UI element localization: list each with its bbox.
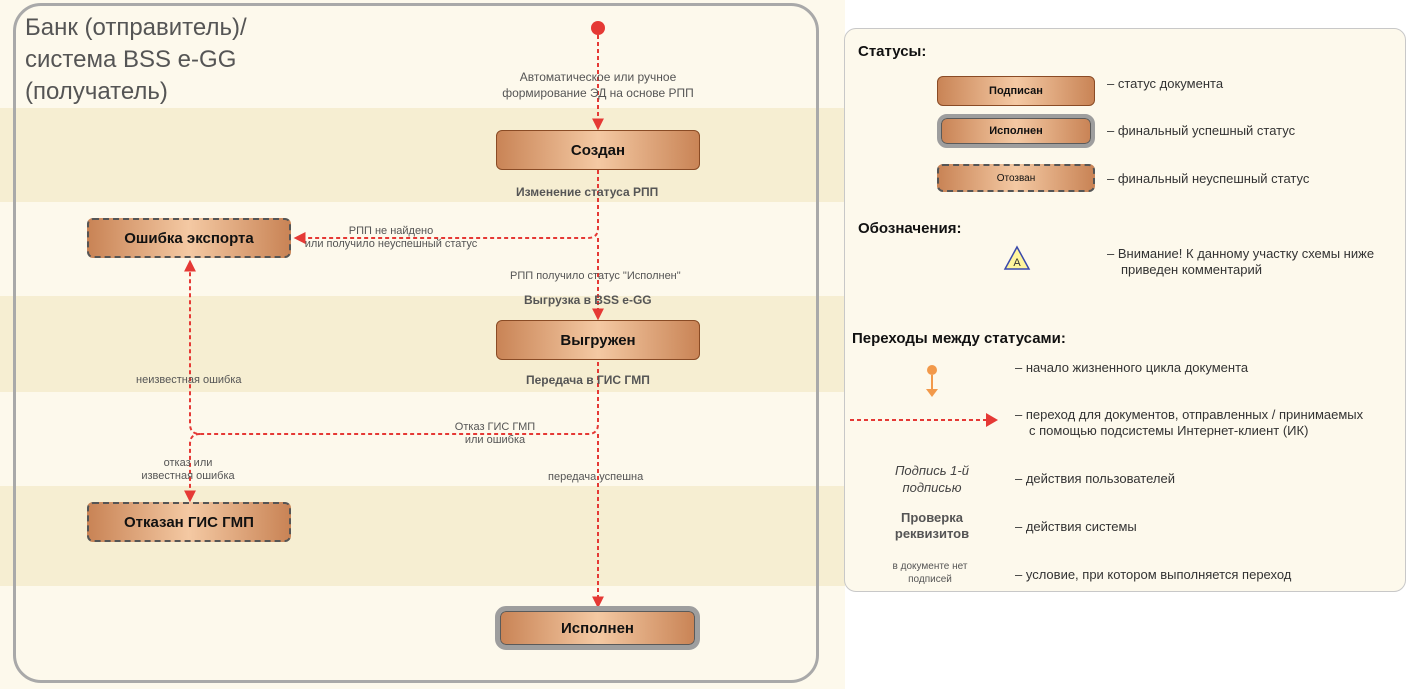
arrow-created-to-export-error [293,170,599,244]
legend-transitions-heading: Переходы между статусами: [852,330,1066,347]
swimlane-title-line: Банк (отправитель)/ [25,14,247,41]
warning-letter: A [1013,257,1021,269]
legend-sample-line: Проверка [901,510,963,525]
legend-statuses-heading: Статусы: [858,43,927,60]
start-icon [926,365,938,397]
status-export-error[interactable]: Ошибка экспорта [87,218,291,258]
swimlane-frame [13,3,819,683]
background-band [0,296,845,392]
condition-line: или получило неуспешный статус [304,238,478,250]
legend-desc-revoked: – финальный неуспешный статус [1107,171,1310,186]
condition-line: или ошибка [464,434,526,446]
status-rejected[interactable]: Отказан ГИС ГМП [87,502,291,542]
legend-sample-signed: Подписан [937,76,1095,106]
legend-desc-condition: – условие, при котором выполняется перех… [1015,567,1292,582]
legend-desc-warning: – Внимание! К данному участку схемы ниже… [1107,246,1374,278]
legend-sample-line: Подпись 1-й [895,463,969,478]
status-created[interactable]: Создан [496,130,700,170]
swimlane-title-line: система BSS e-GG [25,46,237,73]
background-band [0,108,845,202]
condition-not-found: РПП не найдено или получило неуспешный с… [296,225,486,251]
legend-system-action-sample: Проверка реквизитов [880,510,984,542]
start-point [591,21,605,35]
legend-desc-transition: – переход для документов, отправленных /… [1015,407,1363,439]
swimlane-title-line: (получатель) [25,78,168,105]
action-upload: Выгрузка в BSS e-GG [524,293,652,307]
condition-line: Отказ ГИС ГМП [454,421,536,433]
legend-desc-system-action: – действия системы [1015,519,1137,534]
warning-triangle-icon: A [1003,245,1031,270]
arrow-uploaded-to-rejected [184,433,201,503]
start-note: Автоматическое или ручное формирование Э… [478,69,718,101]
legend-notation-heading: Обозначения: [858,220,962,237]
background-band [0,586,845,689]
legend-sample-line: подписью [902,480,962,495]
legend-desc-signed: – статус документа [1107,76,1224,91]
status-uploaded[interactable]: Выгружен [496,320,700,360]
background-band [0,392,845,486]
swimlane-title: Банк (отправитель)/ система BSS e-GG (по… [25,12,247,108]
legend-desc-executed: – финальный успешный статус [1107,123,1296,138]
condition-line: РПП не найдено [348,225,434,237]
legend-desc-start: – начало жизненного цикла документа [1015,360,1249,375]
arrow-uploaded-to-export-error [184,259,599,435]
start-note-line: формирование ЭД на основе РПП [502,86,694,100]
condition-line: отказ или [163,457,213,469]
condition-success: передача успешна [548,471,644,483]
legend-sample-executed: Исполнен [937,114,1095,148]
condition-refusal: отказ или известная ошибка [130,457,246,483]
legend-desc-line: приведен комментарий [1121,262,1262,277]
condition-gis-refusal: Отказ ГИС ГМП или ошибка [440,421,550,447]
legend-sample-line: подписей [908,574,952,585]
transition-arrow-icon [850,413,998,427]
legend-user-action-sample: Подпись 1-й подписью [880,462,984,496]
legend-sample-line: реквизитов [894,526,970,541]
legend-desc-line: – Внимание! К данному участку схемы ниже [1107,246,1375,261]
action-status-change: Изменение статуса РПП [516,185,659,199]
legend-desc-line: – переход для документов, отправленных /… [1015,407,1364,422]
condition-executed: РПП получило статус "Исполнен" [510,270,681,282]
legend-sample-line: в документе нет [892,561,968,572]
background-band [0,0,845,108]
condition-unknown-error: неизвестная ошибка [136,374,242,386]
action-transfer: Передача в ГИС ГМП [526,373,650,387]
legend-panel [844,28,1406,592]
legend-desc-user-action: – действия пользователей [1015,471,1175,486]
condition-line: известная ошибка [141,470,235,482]
legend-sample-revoked: Отозван [937,164,1095,192]
start-note-line: Автоматическое или ручное [519,70,677,84]
status-executed[interactable]: Исполнен [495,606,700,650]
legend-condition-sample: в документе нет подписей [870,560,990,586]
legend-desc-line: с помощью подсистемы Интернет-клиент (ИК… [1029,423,1309,438]
